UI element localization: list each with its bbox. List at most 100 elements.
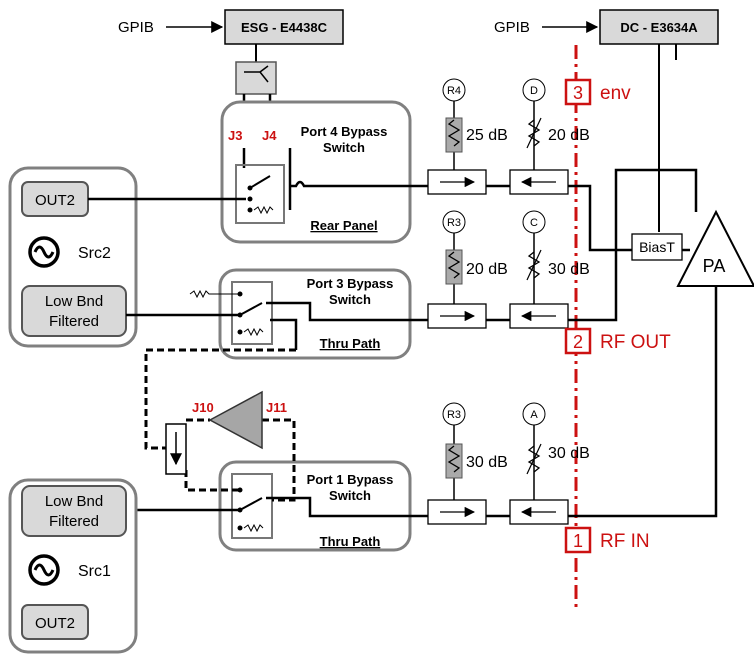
loop-dashed-line-d (262, 418, 296, 502)
src2-name: Src2 (78, 245, 111, 262)
src1-filter-label-2: Filtered (49, 513, 99, 530)
plane-2-label: RF OUT (600, 332, 671, 353)
port4-termination-icon (253, 205, 274, 215)
port3-termination-icon (189, 289, 240, 299)
path1-port-label: D (530, 85, 538, 97)
path2-port-atten-label: 30 dB (548, 261, 590, 278)
src2-out-label: OUT2 (35, 192, 75, 209)
path1-ref-resistor-icon (447, 119, 461, 147)
path2-out-line (568, 168, 698, 322)
path1-out-line (568, 184, 632, 252)
port4-switch-caption: Rear Panel (310, 218, 377, 233)
src1-name: Src1 (78, 563, 111, 580)
port4-switch-title-1: Port 4 Bypass (301, 124, 388, 139)
port4-switch-pivot (247, 185, 253, 191)
biast-box[interactable] (631, 233, 683, 261)
path3-port-label: A (530, 409, 538, 421)
src1-sine-wave (33, 563, 55, 577)
port4-jack-j4: J4 (262, 128, 277, 143)
plane-3-label: env (600, 83, 631, 104)
port1-switch-panel[interactable] (218, 460, 412, 552)
path2-ref-label: R3 (447, 217, 461, 229)
pa-label: PA (703, 256, 726, 276)
path3-ref-attenuator (445, 443, 463, 479)
path3-out-line (568, 280, 718, 518)
path1-ref-atten-label: 25 dB (466, 127, 508, 144)
port4-switch-term-pin (247, 207, 253, 213)
plane-1-num: 1 (573, 531, 583, 551)
amp-jack-j11: J11 (266, 400, 287, 415)
plane-1-box (564, 526, 592, 554)
path-row-3: R3 30 dB A 30 dB (412, 280, 718, 525)
src1-filter-label-1: Low Bnd (45, 493, 103, 510)
src1-out-port[interactable] (21, 604, 89, 640)
port1-lower-pin (237, 525, 243, 531)
src2-filter-port[interactable] (21, 285, 127, 337)
port4-to-path-r4-line (290, 180, 412, 188)
path1-ref-label: R4 (447, 85, 461, 97)
path1-variable-arrow (526, 117, 542, 149)
power-splitter (235, 61, 277, 95)
plane-3-num: 3 (573, 83, 583, 103)
port1-switch-blade (239, 497, 263, 511)
path-row-2: R3 20 dB C 30 dB (412, 168, 698, 329)
loop-dashed-line-b (184, 470, 240, 492)
port3-lower-pin (237, 329, 243, 335)
path2-ref-attenuator (445, 249, 463, 285)
loop-amplifier-icon (208, 390, 263, 450)
plane-2-num: 2 (573, 332, 583, 352)
amp-jack-j10: J10 (192, 400, 214, 415)
src1-filter-port[interactable] (21, 485, 127, 537)
port3-switch-icon (231, 281, 273, 345)
plane-1-label: RF IN (600, 531, 650, 552)
port4-switch-icon (235, 164, 285, 224)
port4-switch-blade (249, 175, 271, 189)
biast-label: BiasT (639, 239, 675, 255)
src2-filter-label-1: Low Bnd (45, 293, 103, 310)
dc-supply-label: DC - E3634A (620, 20, 698, 35)
port4-switch-input-pin (247, 196, 253, 202)
dc-supply-box[interactable] (599, 9, 719, 45)
port1-to-path-r3-line (266, 496, 412, 518)
port3-switch-title-2: Switch (329, 292, 371, 307)
port1-switch-title-2: Switch (329, 488, 371, 503)
path3-port-atten-label: 30 dB (548, 445, 590, 462)
path3-ref-atten-label: 30 dB (466, 454, 508, 471)
plane-3-box (564, 78, 592, 106)
port3-lower-termination-icon (243, 327, 264, 337)
esg-instrument-box[interactable] (224, 9, 344, 45)
port3-switch-blade (239, 302, 263, 316)
port3-to-path-r3-line (266, 301, 412, 322)
path1-port-atten-label: 20 dB (548, 127, 590, 144)
port3-thru-line (270, 318, 298, 350)
splitter-icon (244, 65, 269, 83)
port3-switch-caption: Thru Path (320, 336, 381, 351)
port4-switch-title-2: Switch (323, 140, 365, 155)
src2-filter-label-2: Filtered (49, 313, 99, 330)
esg-instrument-label: ESG - E4438C (241, 20, 328, 35)
path3-variable-arrow (526, 443, 542, 475)
path2-variable-arrow (526, 249, 542, 281)
path2-port-label: C (530, 217, 538, 229)
port3-term-pin (237, 291, 243, 297)
src1-out-label: OUT2 (35, 615, 75, 632)
port1-switch-icon (231, 473, 273, 539)
path3-ref-resistor-icon (447, 445, 461, 473)
loop-dashed-line-a (144, 348, 296, 450)
path1-ref-attenuator (445, 117, 463, 153)
dc-gpib-label: GPIB (494, 19, 530, 36)
path-row-1: R4 25 dB D 20 dB (412, 78, 632, 252)
plane-2-box (564, 327, 592, 355)
port4-jack-j3: J3 (228, 128, 242, 143)
port3-switch-title-1: Port 3 Bypass (307, 276, 394, 291)
port1-switch-title-1: Port 1 Bypass (307, 472, 394, 487)
port1-switch-caption: Thru Path (320, 534, 381, 549)
esg-gpib-label: GPIB (118, 19, 154, 36)
path2-ref-atten-label: 20 dB (466, 261, 508, 278)
path3-ref-label: R3 (447, 409, 461, 421)
pa-amplifier[interactable] (676, 209, 754, 287)
port1-termination-icon (243, 523, 264, 533)
path2-ref-resistor-icon (447, 251, 461, 279)
port4-switch-panel[interactable] (220, 100, 412, 244)
